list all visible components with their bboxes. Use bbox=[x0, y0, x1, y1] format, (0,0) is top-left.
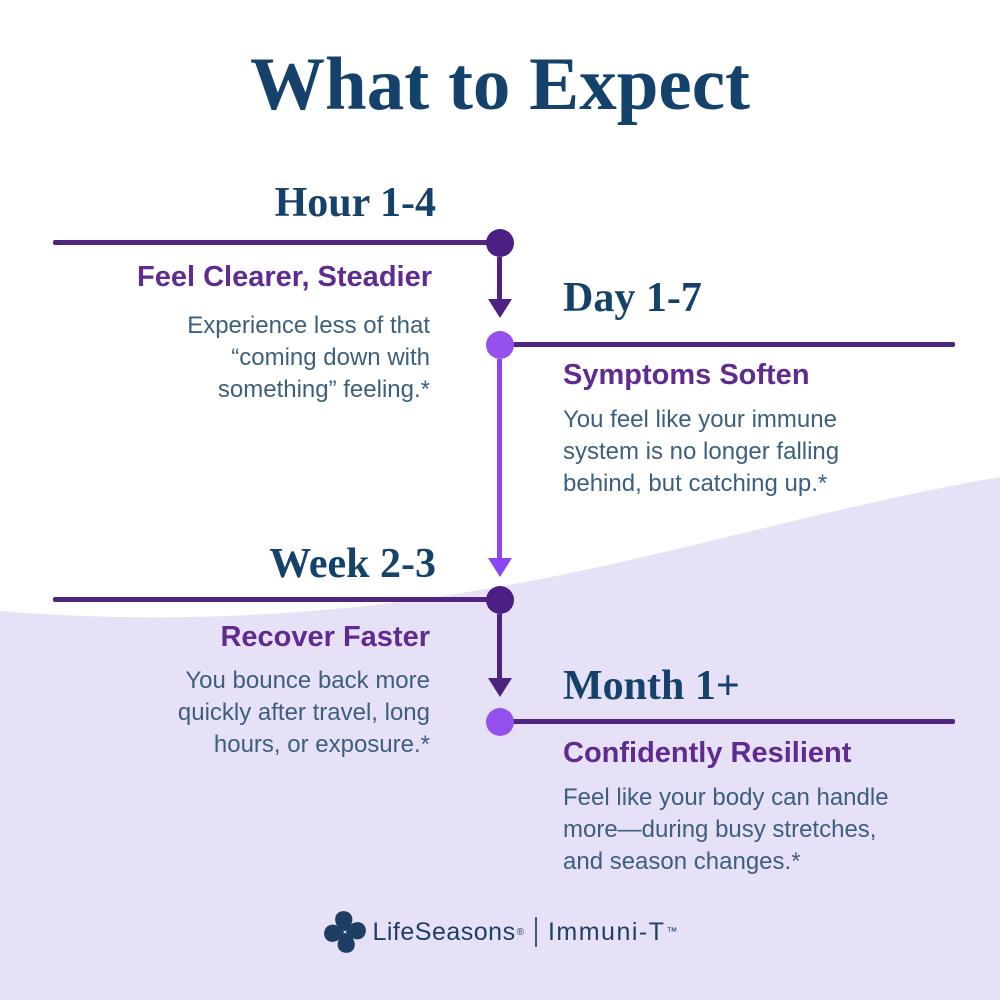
stage-period-week: Week 2-3 bbox=[269, 541, 436, 587]
down-arrow-head-3 bbox=[488, 678, 512, 697]
stage-description-line: You feel like your immune bbox=[563, 406, 837, 433]
stage-description-line: more—during busy stretches, bbox=[563, 816, 877, 843]
timeline-dot-day bbox=[486, 331, 514, 359]
stage-description-hour: Experience less of that “coming down wit… bbox=[187, 310, 430, 406]
stage-description-line: hours, or exposure.* bbox=[213, 731, 430, 758]
trademark-mark: ™ bbox=[666, 926, 678, 938]
page-title: What to Expect bbox=[250, 43, 750, 126]
stage-description-line: and season changes.* bbox=[563, 848, 801, 875]
stage-description-line: “coming down with bbox=[231, 344, 430, 371]
stage-headline-day: Symptoms Soften bbox=[563, 359, 810, 391]
timeline-dot-month bbox=[486, 708, 514, 736]
timeline-rule-week bbox=[53, 597, 500, 602]
pinwheel-icon bbox=[324, 911, 367, 953]
stage-headline-hour: Feel Clearer, Steadier bbox=[137, 261, 432, 293]
product-name: Immuni-T bbox=[547, 917, 666, 946]
stage-description-line: Experience less of that bbox=[187, 312, 430, 339]
timeline-rule-hour bbox=[53, 240, 500, 245]
registered-mark: ® bbox=[516, 926, 524, 938]
stage-description-day: You feel like your immune system is no l… bbox=[563, 404, 839, 500]
stage-description-line: You bounce back more bbox=[185, 667, 430, 694]
stage-description-week: You bounce back more quickly after trave… bbox=[178, 665, 430, 761]
stage-description-line: behind, but catching up.* bbox=[563, 470, 828, 497]
timeline-dot-hour bbox=[486, 229, 514, 257]
down-arrow-head-2 bbox=[488, 558, 512, 577]
stage-period-hour: Hour 1-4 bbox=[274, 180, 436, 226]
logo-divider bbox=[534, 917, 537, 947]
down-arrow-shaft-2 bbox=[497, 359, 502, 558]
timeline-rule-month bbox=[500, 719, 955, 724]
timeline-dot-week bbox=[486, 586, 514, 614]
down-arrow-shaft-1 bbox=[497, 257, 502, 299]
stage-description-line: something” feeling.* bbox=[217, 376, 430, 403]
stage-description-line: Feel like your body can handle bbox=[563, 784, 889, 811]
timeline-rule-day bbox=[500, 342, 955, 347]
stage-headline-week: Recover Faster bbox=[220, 621, 430, 653]
stage-description-line: system is no longer falling bbox=[563, 438, 840, 465]
down-arrow-shaft-3 bbox=[497, 614, 502, 678]
stage-period-day: Day 1-7 bbox=[563, 275, 702, 321]
brand-name: LifeSeasons bbox=[372, 917, 516, 946]
stage-headline-month: Confidently Resilient bbox=[563, 737, 852, 769]
stage-period-month: Month 1+ bbox=[563, 663, 740, 709]
stage-description-line: quickly after travel, long bbox=[177, 699, 430, 726]
down-arrow-head-1 bbox=[488, 299, 512, 318]
stage-description-month: Feel like your body can handle more—duri… bbox=[563, 782, 889, 878]
